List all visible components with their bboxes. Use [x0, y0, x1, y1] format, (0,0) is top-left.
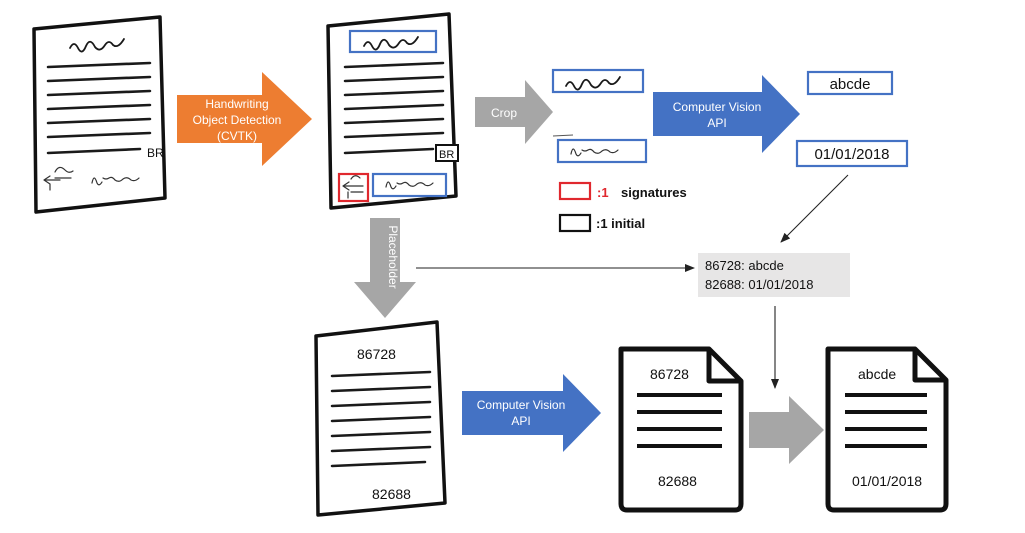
ocr-result-box-2: 01/01/2018 — [795, 139, 909, 168]
signature-scribble-icon — [91, 176, 140, 186]
mapping-box: 86728: abcde 82688: 01/01/2018 — [698, 253, 850, 297]
signature-scribble-icon — [69, 38, 125, 53]
legend-black-swatch — [558, 213, 592, 233]
final-doc-top-text: abcde — [858, 366, 896, 382]
mapping-line2: 82688: 01/01/2018 — [705, 277, 813, 292]
placeholder-top-id: 86728 — [357, 346, 396, 362]
detected-document: BR — [326, 12, 459, 210]
merge-arrow — [749, 396, 824, 464]
ocr-doc-bottom-text: 82688 — [658, 473, 697, 489]
initial-text: BR — [439, 149, 454, 161]
cv-api-top-line2: API — [707, 116, 726, 130]
initial-scribble-icon — [342, 175, 364, 199]
ocr-doc-top-text: 86728 — [650, 366, 689, 382]
legend-red-swatch — [558, 181, 592, 201]
cv-api-top-line1: Computer Vision — [673, 100, 762, 114]
placeholder-bottom-id: 82688 — [372, 486, 411, 502]
final-doc-bottom-text: 01/01/2018 — [852, 473, 922, 489]
detection-label-line1: Handwriting — [205, 97, 268, 111]
final-document: abcde 01/01/2018 — [825, 346, 949, 513]
placeholder-document: 86728 82688 — [314, 320, 447, 517]
detection-arrow: Handwriting Object Detection (CVTK) — [177, 72, 312, 166]
legend-signatures-count: :1 — [597, 185, 609, 200]
mapping-line1: 86728: abcde — [705, 258, 784, 273]
signature-scribble-icon — [570, 148, 619, 157]
legend: :1 signatures :1 initial — [558, 181, 687, 233]
legend-initial-label: :1 initial — [596, 216, 645, 231]
detection-label-line3: (CVTK) — [217, 129, 257, 143]
detected-initial-box — [435, 144, 459, 162]
cv-api-bottom-line2: API — [511, 414, 530, 428]
placeholder-arrow: Placeholder — [354, 218, 416, 318]
ocr-result-2-text: 01/01/2018 — [814, 146, 889, 163]
ocr-output-document: 86728 82688 — [618, 346, 744, 513]
ocr-result-box-1: abcde — [806, 70, 894, 96]
ocr-result-1-text: abcde — [830, 76, 871, 93]
cropped-signature-2 — [556, 138, 648, 164]
connector-ocr-to-mapping — [780, 174, 849, 243]
detected-red-box — [337, 172, 370, 203]
signature-scribble-icon — [565, 76, 621, 91]
crop-arrow: Crop — [475, 80, 553, 144]
initial-scribble-icon — [43, 166, 74, 191]
cv-api-arrow-top: Computer Vision API — [653, 75, 800, 153]
legend-signatures-label: signatures — [621, 185, 687, 200]
signature-scribble-icon — [385, 181, 434, 190]
initial-text: BR — [147, 146, 164, 160]
detected-signature-box — [371, 172, 448, 198]
placeholder-label: Placeholder — [386, 225, 400, 288]
original-document: BR — [32, 15, 167, 214]
cv-api-bottom-line1: Computer Vision — [477, 398, 566, 412]
detected-signature-box — [348, 29, 438, 54]
cv-api-arrow-bottom: Computer Vision API — [462, 374, 601, 452]
cropped-signature-1 — [551, 68, 645, 94]
detection-label-line2: Object Detection — [193, 113, 282, 127]
crop-label: Crop — [491, 106, 517, 120]
signature-scribble-icon — [363, 36, 419, 51]
